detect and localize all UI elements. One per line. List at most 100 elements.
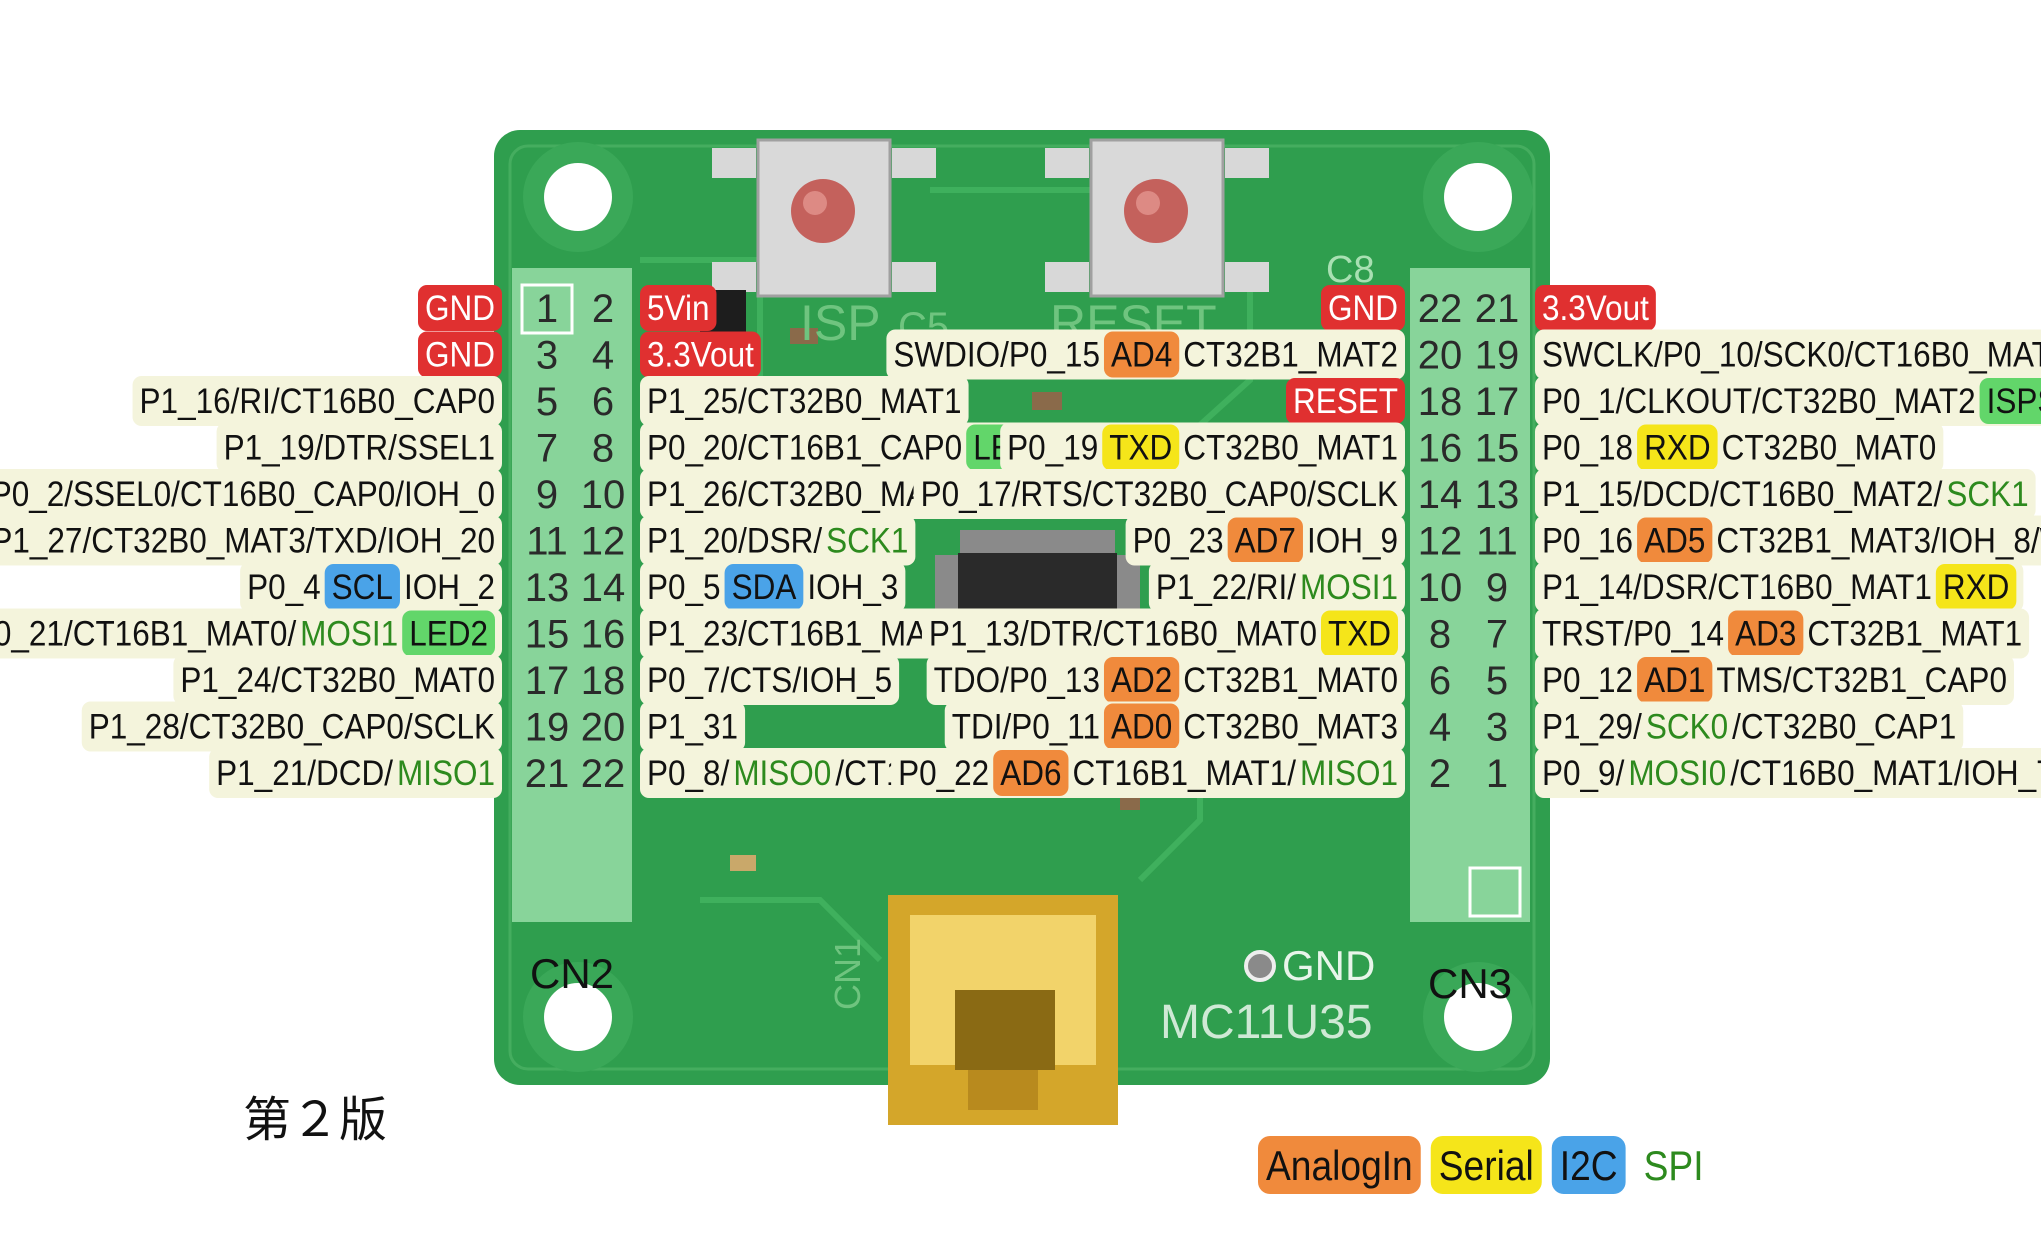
cn3-pin-3: 3 [1486, 706, 1508, 750]
mounting-hole-bottom-right [1423, 962, 1533, 1072]
mounting-hole-bottom-left [523, 962, 633, 1072]
cn2-left-label-1-text: GND [425, 289, 495, 328]
cn3-left-label-4-badge-serial [1102, 424, 1180, 471]
cn3-left-label-4-text: TXD [1109, 429, 1172, 468]
cn2-left-label-6-text: P1_27/CT32B0_MAT3/TXD/IOH_20 [0, 522, 495, 561]
cn2-right-label-10-bg [640, 701, 746, 752]
cn2-header-strip [512, 268, 632, 922]
cn2-pin-20: 20 [581, 706, 626, 750]
cn3-left-label-8-badge-serial [1321, 610, 1398, 657]
cn3-left-label-3-text: RESET [1293, 382, 1398, 421]
cn2-pin-1: 1 [536, 287, 558, 331]
legend-label-spi: SPI [1644, 1142, 1704, 1189]
cn2-pin-8: 8 [592, 427, 614, 471]
cn3-right-label-1-badge-power [1535, 285, 1656, 331]
cn2-pin-19: 19 [525, 706, 570, 750]
cn3-right-label-6-text: P0_16 [1542, 522, 1633, 561]
cn3-left-label-8-text: TXD [1328, 615, 1391, 654]
legend-label-i2c: I2C [1560, 1142, 1618, 1189]
cn3-pin-15: 15 [1475, 427, 1520, 471]
cn2-left-label-11-bg [209, 748, 502, 798]
cn3-pin-17: 17 [1475, 380, 1520, 424]
cn3-right-label-11-text: MOSI0 [1628, 754, 1726, 793]
cn3-pin-1: 1 [1486, 752, 1508, 796]
cn2-left-label-9-bg [173, 655, 502, 705]
cn3-left-label-8-bg [921, 608, 1405, 659]
cn2-right-label-9-bg [640, 655, 900, 705]
cn3-left-label-11-text: P0_22 [898, 754, 989, 793]
cn3-right-label-9-text: P0_12 [1542, 661, 1633, 700]
cn3-left-label-4-text: P0_19 [1007, 429, 1098, 468]
cn3-left-label-10-text: TDI/P0_11 [952, 708, 1100, 747]
cn3-left-label-2-text: CT32B1_MAT2 [1183, 336, 1398, 375]
cn3-pin-7: 7 [1486, 613, 1508, 657]
cn3-right-label-8-badge-analog [1728, 610, 1804, 657]
cn2-pin-13: 13 [525, 566, 570, 610]
cn3-right-label-4-bg [1535, 422, 1944, 473]
cn2-left-label-5: P0_2/SSEL0/CT16B0_CAP0/IOH_0 [0, 469, 502, 519]
silk-c8: C8 [1326, 249, 1375, 291]
cn2-right-label-7-text: SDA [732, 568, 797, 607]
cn2-right-label-1: 5Vin [640, 285, 717, 331]
cn3-right-label-11-bg [1535, 748, 2041, 798]
cn2-pin-6: 6 [592, 380, 614, 424]
reset-button [1045, 138, 1269, 298]
cn3-right-label-9-text: TMS/CT32B1_CAP0 [1716, 661, 2007, 700]
cn3-left-label-1-text: GND [1328, 289, 1398, 328]
cn3-right-label-8-text: TRST/P0_14 [1542, 615, 1724, 654]
cn3-pin-21: 21 [1475, 287, 1520, 331]
cn2-right-label-6: P1_20/DSR/SCK1 [640, 515, 916, 566]
cn2-right-label-4-text: P0_20/CT16B1_CAP0 [647, 429, 962, 468]
cn2-left-label-10: P1_28/CT32B0_CAP0/SCLK [81, 701, 502, 752]
cn3-pin-19: 19 [1475, 334, 1520, 378]
cn3-left-label-1-badge-power [1321, 285, 1405, 331]
cn3-left-label-1: GND [1321, 285, 1405, 331]
cn2-left-label-7-text: P0_4 [247, 568, 321, 607]
cn2-left-label-10-text: P1_28/CT32B0_CAP0/SCLK [89, 708, 495, 747]
cn3-left-label-3-badge-power [1285, 378, 1405, 424]
cn2-right-label-6-text: P1_20/DSR/ [647, 522, 822, 561]
cn3-right-label-11-text: /CT16B0_MAT1/IOH_7 [1730, 754, 2041, 793]
cn3-left-label-8: P1_13/DTR/CT16B0_MAT0 TXD [921, 608, 1405, 659]
mounting-hole-top-right [1423, 142, 1533, 252]
cn2-pin-3: 3 [536, 334, 558, 378]
cn3-right-label-4-text: CT32B0_MAT0 [1722, 429, 1937, 468]
cn3-left-label-2-text: SWDIO/P0_15 [893, 336, 1100, 375]
cn2-left-label-6-bg [0, 515, 502, 566]
cn2-left-label-8-badge-gpio [402, 610, 495, 657]
mounting-hole-top-left [523, 142, 633, 252]
cn3-right-label-10-text: /CT32B0_CAP1 [1732, 708, 1956, 747]
cn3-right-label-11: P0_9/MOSI0/CT16B0_MAT1/IOH_7 [1535, 748, 2041, 798]
cn2-pin-16: 16 [581, 613, 626, 657]
cn2-left-label-11-text: P1_21/DCD/ [216, 754, 393, 793]
cn2-right-label-11-text: MISO0 [733, 754, 831, 793]
cn2-pin-9: 9 [536, 473, 558, 517]
cn3-right-label-5: P1_15/DCD/CT16B0_MAT2/SCK1 [1535, 469, 2036, 519]
cn2-left-label-8-text: MOSI1 [300, 615, 398, 654]
cn3-left-label-8-text: P1_13/DTR/CT16B0_MAT0 [929, 615, 1317, 654]
cn3-right-label-9-text: AD1 [1644, 661, 1705, 700]
cn3-pin-8: 8 [1429, 613, 1451, 657]
cn3-left-label-4-text: CT32B0_MAT1 [1183, 429, 1398, 468]
cn2-left-label-4-text: P1_19/DTR/SSEL1 [224, 429, 495, 468]
legend-item-spi: SPI [1644, 1142, 1704, 1189]
cn3-header-strip [1410, 268, 1530, 922]
cn2-pin1-marker [520, 283, 574, 335]
cn2-right-label-3-text: P1_25/CT32B0_MAT1 [647, 382, 962, 421]
cn2-left-label-4-bg [216, 422, 502, 473]
cn3-pin-5: 5 [1486, 659, 1508, 703]
cn3-right-label-6-badge-analog [1637, 517, 1713, 564]
cn3-pin-18: 18 [1418, 380, 1463, 424]
cn2-left-label-10-bg [81, 701, 502, 752]
silk-model: MC11U35 [1160, 996, 1373, 1049]
cn3-right-label-1-text: 3.3Vout [1542, 289, 1649, 328]
cn2-pin-5: 5 [536, 380, 558, 424]
cn3-left-label-7: P1_22/RI/MOSI1 [1148, 562, 1405, 612]
cn3-right-label-2-text: SWCLK/P0_10/SCK0/CT16B0_MAT2 [1542, 336, 2041, 375]
cn2-left-label-3: P1_16/RI/CT16B0_CAP0 [132, 376, 502, 426]
